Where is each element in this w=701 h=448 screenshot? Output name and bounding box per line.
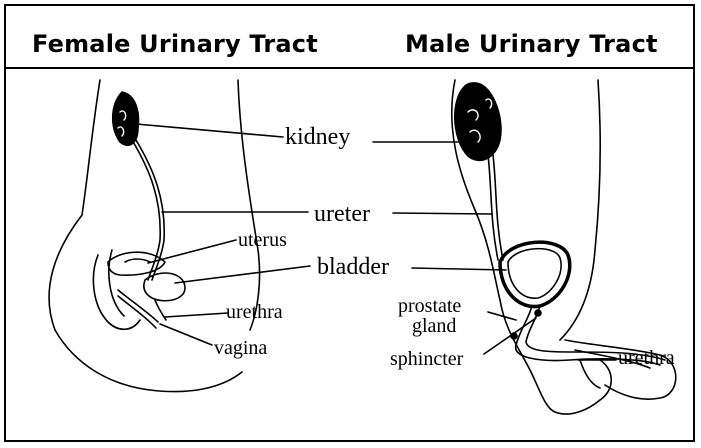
label-vagina: vagina xyxy=(214,337,267,359)
female-bladder xyxy=(144,273,185,301)
label-bladder: bladder xyxy=(317,254,389,280)
label-ureter: ureter xyxy=(314,201,370,227)
label-prostate: prostate xyxy=(398,295,461,317)
male-bladder xyxy=(500,242,570,306)
label-gland: gland xyxy=(412,315,456,337)
label-sphincter: sphincter xyxy=(390,348,464,370)
female-vagina xyxy=(118,290,158,322)
label-urethra-male: urethra xyxy=(618,347,675,369)
female-kidney xyxy=(113,92,139,145)
male-kidney xyxy=(455,83,501,160)
female-uterus xyxy=(108,252,165,275)
label-urethra-female: urethra xyxy=(226,301,283,323)
label-kidney: kidney xyxy=(285,124,350,150)
label-uterus: uterus xyxy=(238,229,287,251)
